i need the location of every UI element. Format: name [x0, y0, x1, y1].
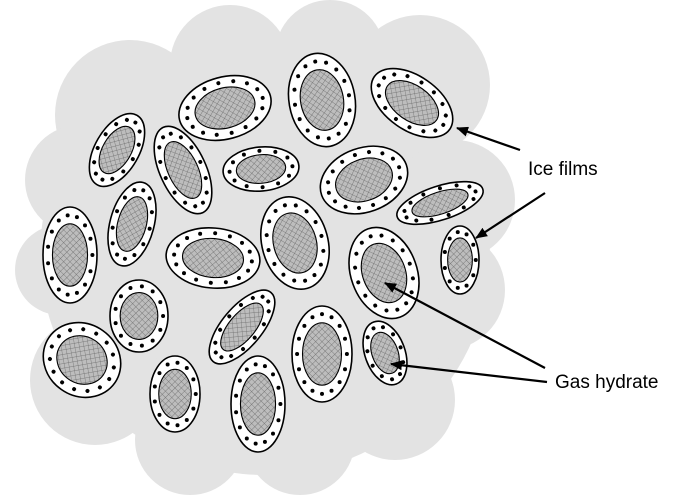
ice-dot [471, 273, 475, 277]
ice-dot [75, 215, 79, 219]
particle [441, 226, 479, 294]
ice-dot [271, 372, 275, 376]
ice-dot [443, 266, 447, 270]
ice-dot [161, 314, 165, 318]
particle [110, 280, 168, 352]
ice-dot [254, 442, 258, 446]
ice-dot [465, 284, 469, 288]
ice-dot [176, 361, 180, 365]
ice-dot [271, 432, 275, 436]
ice-dot [153, 400, 157, 404]
ice-dot [66, 293, 70, 297]
gas-hydrate-core [240, 373, 275, 435]
ice-dot [158, 328, 162, 332]
gas-hydrate-core [159, 369, 192, 418]
ice-dot [66, 213, 70, 217]
ice-dot [194, 392, 198, 396]
ice-dot [343, 367, 347, 371]
ice-dot [338, 324, 342, 328]
ice-dot [245, 368, 249, 372]
ice-dot [465, 232, 469, 236]
ice-dot [263, 440, 267, 444]
ice-dot [456, 286, 460, 290]
ice-dot [297, 337, 301, 341]
ice-dot [310, 389, 314, 393]
particle [231, 356, 285, 452]
ice-dot [50, 230, 54, 234]
ice-dot [151, 289, 155, 293]
ice-dot [474, 258, 478, 262]
ice-dot [166, 421, 170, 425]
ice-dot [448, 279, 452, 283]
ice-dot [310, 315, 314, 319]
ice-dot [140, 284, 144, 288]
ice-dot [238, 425, 242, 429]
ice-films-label: Ice films [528, 159, 598, 180]
ice-dot [191, 407, 195, 411]
gas-hydrate-core [303, 323, 342, 385]
ice-dot [176, 423, 180, 427]
ice-dot [343, 337, 347, 341]
ice-dot [338, 380, 342, 384]
ice-dot [140, 344, 144, 348]
gas-hydrate-core [120, 293, 158, 340]
ice-dot [330, 389, 334, 393]
ice-dot [456, 230, 460, 234]
ice-dot [114, 307, 118, 311]
gas-hydrate-core [448, 238, 473, 282]
particle [150, 356, 200, 432]
ice-dot [157, 413, 161, 417]
ice-dot [254, 362, 258, 366]
ice-dot [128, 286, 132, 290]
ice-dot [50, 276, 54, 280]
ice-dot [88, 269, 92, 273]
particle [43, 207, 97, 303]
ice-dot [83, 223, 87, 227]
ice-dot [75, 291, 79, 295]
ice-dot [276, 386, 280, 390]
ice-dot [278, 402, 282, 406]
ice-dot [330, 315, 334, 319]
ice-dot [245, 437, 249, 441]
ice-dot [302, 324, 306, 328]
ice-dot [345, 352, 349, 356]
ice-dot [57, 219, 61, 223]
ice-dot [320, 392, 324, 396]
ice-dot [88, 237, 92, 241]
ice-dot [234, 394, 238, 398]
ice-dot [471, 243, 475, 247]
ice-dot [185, 418, 189, 422]
ice-dot [263, 364, 267, 368]
ice-dot [276, 418, 280, 422]
ice-dot [448, 237, 452, 241]
ice-dot [153, 384, 157, 388]
ice-dot [151, 339, 155, 343]
ice-dot [166, 363, 170, 367]
ice-dot [297, 367, 301, 371]
ice-dot [128, 342, 132, 346]
ice-dot [443, 250, 447, 254]
ice-dot [234, 410, 238, 414]
gas-hydrate-core [52, 224, 87, 286]
ice-dot [119, 334, 123, 338]
ice-dot [46, 261, 50, 265]
ice-dot [295, 352, 299, 356]
ice-dot [114, 321, 118, 325]
ice-dot [320, 312, 324, 316]
ice-dot [302, 380, 306, 384]
ice-dot [83, 283, 87, 287]
ice-dot [158, 300, 162, 304]
ice-dot [46, 245, 50, 249]
ice-dot [119, 294, 123, 298]
particle [292, 306, 352, 402]
gas-hydrate-label: Gas hydrate [555, 372, 659, 393]
ice-dot [185, 366, 189, 370]
ice-dot [90, 253, 94, 257]
ice-dot [157, 371, 161, 375]
ice-dot [191, 377, 195, 381]
ice-dot [238, 379, 242, 383]
ice-dot [57, 288, 61, 292]
